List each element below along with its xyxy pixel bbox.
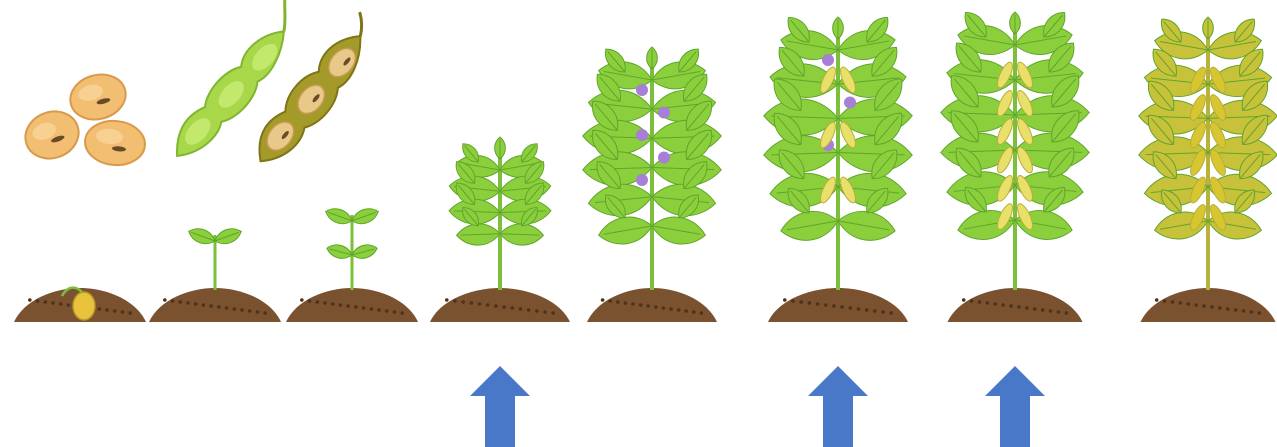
leaf — [1203, 17, 1214, 39]
leaf — [833, 17, 844, 39]
leaf — [647, 47, 658, 69]
seed-1 — [65, 69, 130, 126]
up-arrow-icon — [470, 366, 530, 447]
stage-emergence — [149, 225, 281, 322]
stage-pod-development — [763, 13, 913, 322]
soil-mound — [768, 288, 908, 322]
leaf — [213, 225, 244, 247]
leaf — [323, 205, 354, 227]
germinating-seed — [73, 292, 95, 320]
flower — [658, 107, 670, 119]
soil-mound — [149, 288, 281, 322]
leaf — [350, 242, 378, 261]
stage-seed-fill — [940, 8, 1090, 322]
leaf — [1010, 12, 1021, 34]
stage-flowering — [582, 45, 722, 322]
soil-mound — [430, 288, 570, 322]
leaf — [495, 137, 506, 159]
flower — [636, 174, 648, 186]
soil-mound — [1141, 288, 1276, 322]
soil-mound — [587, 288, 717, 322]
flower — [636, 129, 648, 141]
flower — [658, 152, 670, 164]
up-arrow-icon — [808, 366, 868, 447]
soybean-seeds-icon — [19, 69, 147, 168]
stage-indicator-arrows — [470, 366, 1045, 447]
leaf — [186, 225, 217, 247]
soybean-pods-icon — [158, 0, 390, 174]
seed-3 — [83, 118, 147, 167]
soil-mound — [286, 288, 418, 322]
leaf — [350, 205, 381, 227]
soil-mound — [948, 288, 1083, 322]
flower — [822, 54, 834, 66]
growth-stage-row — [14, 8, 1277, 322]
stage-maturity — [1138, 15, 1277, 322]
flower — [844, 97, 856, 109]
flower — [636, 84, 648, 96]
leaf — [325, 242, 353, 261]
stage-germinating-seed — [14, 288, 146, 322]
leaf — [456, 223, 500, 246]
stage-vegetative — [430, 137, 570, 322]
leaf — [500, 223, 544, 246]
up-arrow-icon — [985, 366, 1045, 447]
stage-unifoliate — [286, 205, 418, 322]
